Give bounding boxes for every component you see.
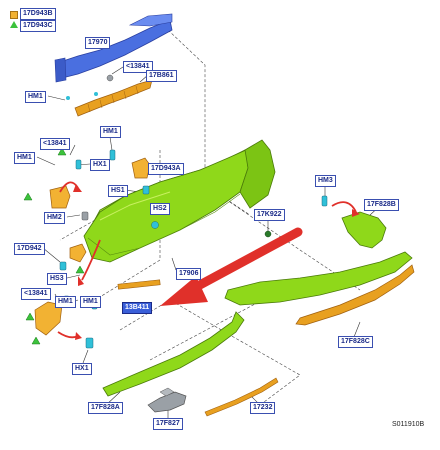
callout-17b861[interactable]: 17B861 <box>146 70 177 82</box>
lower-diffuser-trim <box>102 311 245 397</box>
callout-17d942[interactable]: 17D942 <box>14 243 45 255</box>
callout-hx1-a[interactable]: HX1 <box>90 159 110 171</box>
bracket-grey <box>147 387 187 413</box>
sensor-icon <box>75 159 82 170</box>
callout-hm1-d[interactable]: HM1 <box>55 296 76 308</box>
callout-13841-top[interactable]: <13841 <box>123 61 153 73</box>
callout-17f827[interactable]: 17F827 <box>153 418 183 430</box>
lower-reflector-strip <box>295 264 415 326</box>
callout-17d943a[interactable]: 17D943A <box>148 163 184 175</box>
callout-hm1-c[interactable]: HM1 <box>14 152 35 164</box>
callout-hs1[interactable]: HS1 <box>108 185 128 197</box>
nut-icon <box>106 74 114 82</box>
callout-17970[interactable]: 17970 <box>85 37 111 49</box>
callout-hs2[interactable]: HS2 <box>150 203 170 215</box>
callout-17f828a[interactable]: 17F828A <box>88 402 123 414</box>
bumper-reinforcement-beam <box>54 13 173 83</box>
callout-hx1-b[interactable]: HX1 <box>72 363 92 375</box>
diagram-reference-code: S011910B <box>392 421 425 428</box>
callout-17906[interactable]: 17906 <box>176 268 202 280</box>
side-trim-right <box>341 211 387 249</box>
legend-square-icon <box>10 11 18 19</box>
sensor-icon <box>85 337 94 349</box>
arrowheads <box>73 184 360 340</box>
callout-hs3[interactable]: HS3 <box>47 273 67 285</box>
sensor-icon <box>321 195 328 207</box>
thin-strip <box>204 377 279 417</box>
callout-hm3[interactable]: HM3 <box>315 175 336 187</box>
legend-code-b: 17D943B <box>20 8 56 20</box>
bracket-lower-left <box>34 301 63 336</box>
callout-17f828b[interactable]: 17F828B <box>364 199 399 211</box>
clip-icon <box>59 261 67 271</box>
callout-13841-low[interactable]: <13841 <box>21 288 51 300</box>
clip-icon <box>94 92 98 96</box>
callout-hm1-a[interactable]: HM1 <box>25 91 46 103</box>
highlight-arrow <box>160 227 303 306</box>
triangle-markers <box>23 147 85 345</box>
clip-icon <box>66 96 70 100</box>
trim-bar <box>117 279 161 290</box>
callout-17232[interactable]: 17232 <box>250 402 276 414</box>
clip-icon <box>264 230 272 238</box>
clip-icon <box>81 211 89 221</box>
legend-code-c: 17D943C <box>20 20 56 32</box>
clip-icon <box>142 185 150 195</box>
callout-hm1-b[interactable]: HM1 <box>100 126 121 138</box>
energy-absorber <box>74 79 153 117</box>
bracket-17d942 <box>69 243 87 263</box>
callout-13841-mid[interactable]: <13841 <box>40 138 70 150</box>
callout-13b411[interactable]: 13B411 <box>122 302 153 314</box>
callout-17k922[interactable]: 17K922 <box>254 209 285 221</box>
callout-hm1-e[interactable]: HM1 <box>80 296 101 308</box>
bracket-orange-left <box>49 185 71 209</box>
lower-valance-strip <box>224 251 413 306</box>
sensor-icon <box>151 221 159 229</box>
callout-17f828c[interactable]: 17F828C <box>338 336 373 348</box>
legend-triangle-icon <box>10 21 18 28</box>
callout-hm2[interactable]: HM2 <box>44 212 65 224</box>
sensor-icon <box>109 149 116 161</box>
